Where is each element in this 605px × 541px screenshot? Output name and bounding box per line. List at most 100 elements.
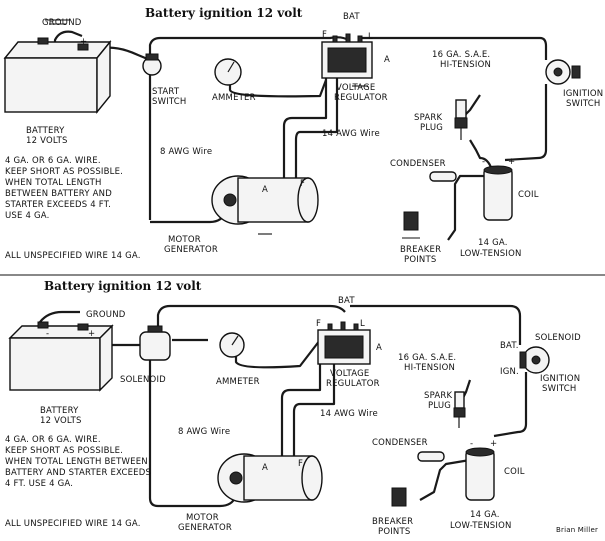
top-low-tension-wire — [447, 174, 484, 241]
bottom-wires — [38, 304, 528, 508]
bottom-battery-top — [8, 325, 114, 339]
top-motor-generator — [211, 175, 319, 235]
bottom-coil-body — [465, 449, 495, 501]
bottom-wire-14awg-label: 14 AWG Wire — [320, 409, 378, 419]
top-low-tension-label-1: 14 GA. — [478, 238, 508, 248]
top-ammeter — [214, 58, 242, 86]
bottom-bat-bus-wire — [156, 304, 346, 334]
bottom-condenser-label: CONDENSER — [372, 438, 428, 448]
bottom-coil-cap — [465, 447, 495, 457]
top-note-line-4: BETWEEN BATTERY AND — [5, 189, 112, 199]
top-wire-14awg-label: 14 AWG Wire — [322, 129, 380, 139]
top-generator-rear — [297, 177, 319, 223]
bottom-coil — [465, 447, 495, 501]
top-battery-label-1: BATTERY — [26, 126, 65, 136]
top-regulator-cover — [327, 47, 367, 73]
top-regulator-a-wire — [282, 78, 328, 182]
top-ignition-switch-rear — [571, 65, 581, 79]
top-plus-label: + — [80, 37, 87, 47]
top-a-label: A — [384, 55, 390, 65]
top-ground-wire — [53, 30, 83, 55]
top-bat-label: BAT — [343, 12, 360, 22]
top-ammeter-needle — [227, 61, 235, 73]
top-breaker-points — [402, 211, 420, 239]
bottom-minus-label: - — [46, 329, 49, 339]
top-start-switch-label-1: START — [152, 87, 180, 97]
bottom-ignition-switch — [519, 346, 550, 374]
top-wire-8awg-label: 8 AWG Wire — [160, 147, 212, 157]
bottom-ignition-switch-label-1: IGNITION — [540, 374, 580, 384]
bottom-spark-plug-shell — [453, 407, 466, 418]
top-spark-plug — [454, 99, 468, 140]
bottom-generator-pulley — [229, 471, 243, 485]
top-battery-top — [3, 41, 112, 59]
bottom-regulator-a-wire — [280, 352, 322, 460]
top-low-tension-label-2: LOW-TENSION — [460, 249, 522, 259]
top-condenser-body — [429, 171, 457, 182]
bottom-ign-term-label: IGN. — [500, 367, 519, 377]
top-spark-plug-label-1: SPARK — [414, 113, 442, 123]
bottom-note-line-2: KEEP SHORT AS POSSIBLE. — [5, 446, 123, 456]
bottom-battery-neg-post — [37, 321, 49, 329]
bottom-wire-8awg-label: 8 AWG Wire — [178, 427, 230, 437]
top-generator-pulley — [223, 193, 237, 207]
bottom-regulator-cover — [324, 335, 364, 359]
top-coil — [483, 165, 513, 221]
top-note-line-3: WHEN TOTAL LENGTH — [5, 178, 102, 188]
top-regulator-label-2: REGULATOR — [334, 93, 388, 103]
top-start-switch-terminal — [145, 53, 159, 61]
top-ign-supply-wire — [360, 36, 548, 60]
bottom-low-tension-label-2: LOW-TENSION — [450, 521, 512, 531]
top-generator-body — [237, 177, 309, 223]
top-motor-generator-label-1: MOTOR — [168, 235, 201, 245]
top-coil-plus-label: + — [508, 157, 515, 167]
bottom-regulator-label-2: REGULATOR — [326, 379, 380, 389]
bottom-low-tension-label-1: 14 GA. — [470, 510, 500, 520]
top-note-line-5: STARTER EXCEEDS 4 FT. — [5, 200, 111, 210]
top-gen-a-label: A — [262, 185, 268, 195]
bottom-ignition-switch-label-2: SWITCH — [542, 384, 577, 394]
top-title: Battery ignition 12 volt — [145, 6, 303, 20]
bottom-solenoid-label-right: SOLENOID — [535, 333, 581, 343]
bottom-battery-side — [99, 324, 113, 392]
top-coil-lead — [469, 139, 494, 171]
bottom-coil-plus-label: + — [490, 439, 497, 449]
top-ammeter-regulator-wire — [228, 72, 328, 98]
top-note-line-1: 4 GA. OR 6 GA. WIRE. — [5, 156, 101, 166]
bottom-motor-generator-label-1: MOTOR — [186, 513, 219, 523]
top-hi-tension-label-1: 16 GA. S.A.E. — [432, 50, 490, 60]
top-regulator-f-wire — [294, 78, 339, 186]
top-coil-body — [483, 167, 513, 221]
bottom-ignition-switch-key — [531, 355, 541, 365]
top-start-switch-label-2: SWITCH — [152, 97, 187, 107]
top-coil-cap — [483, 165, 513, 175]
top-start-switch — [142, 53, 162, 76]
top-note-line-2: KEEP SHORT AS POSSIBLE. — [5, 167, 123, 177]
bottom-breaker-points-label-2: POINTS — [378, 527, 410, 536]
bottom-regulator-label-1: VOLTAGE — [330, 369, 369, 379]
top-battery-pos-post — [77, 43, 89, 51]
top-ignition-switch-label-2: SWITCH — [566, 99, 601, 109]
top-breaker-points-label-1: BREAKER — [400, 245, 441, 255]
top-ignition-switch-label-1: IGNITION — [563, 89, 603, 99]
diagram-bottom: Battery ignition 12 volt GROUND - + — [5, 279, 598, 537]
credit-label: Brian Miller — [556, 526, 598, 534]
bottom-f-label: F — [316, 319, 321, 329]
bottom-regulator-terminal-l — [353, 323, 359, 331]
bottom-condenser-body — [417, 451, 445, 462]
top-regulator-label-1: VOLTAGE — [336, 83, 375, 93]
bottom-hi-tension-label-2: HI-TENSION — [404, 363, 455, 373]
bottom-switch-coil-wire — [493, 372, 528, 438]
top-condenser — [429, 171, 457, 182]
top-spark-plug-label-2: PLUG — [420, 123, 443, 133]
bottom-note-line-3: WHEN TOTAL LENGTH BETWEEN — [5, 457, 148, 467]
top-breaker-points-label-2: POINTS — [404, 255, 436, 265]
bottom-starter-cable — [148, 360, 238, 508]
bottom-gen-a-label: A — [262, 463, 268, 473]
bottom-spark-plug-insulator — [454, 391, 465, 409]
bottom-breaker-points-label-1: BREAKER — [372, 517, 413, 527]
bottom-breaker-points — [391, 487, 407, 507]
bottom-battery-label-1: BATTERY — [40, 406, 79, 416]
bottom-note-line-1: 4 GA. OR 6 GA. WIRE. — [5, 435, 101, 445]
